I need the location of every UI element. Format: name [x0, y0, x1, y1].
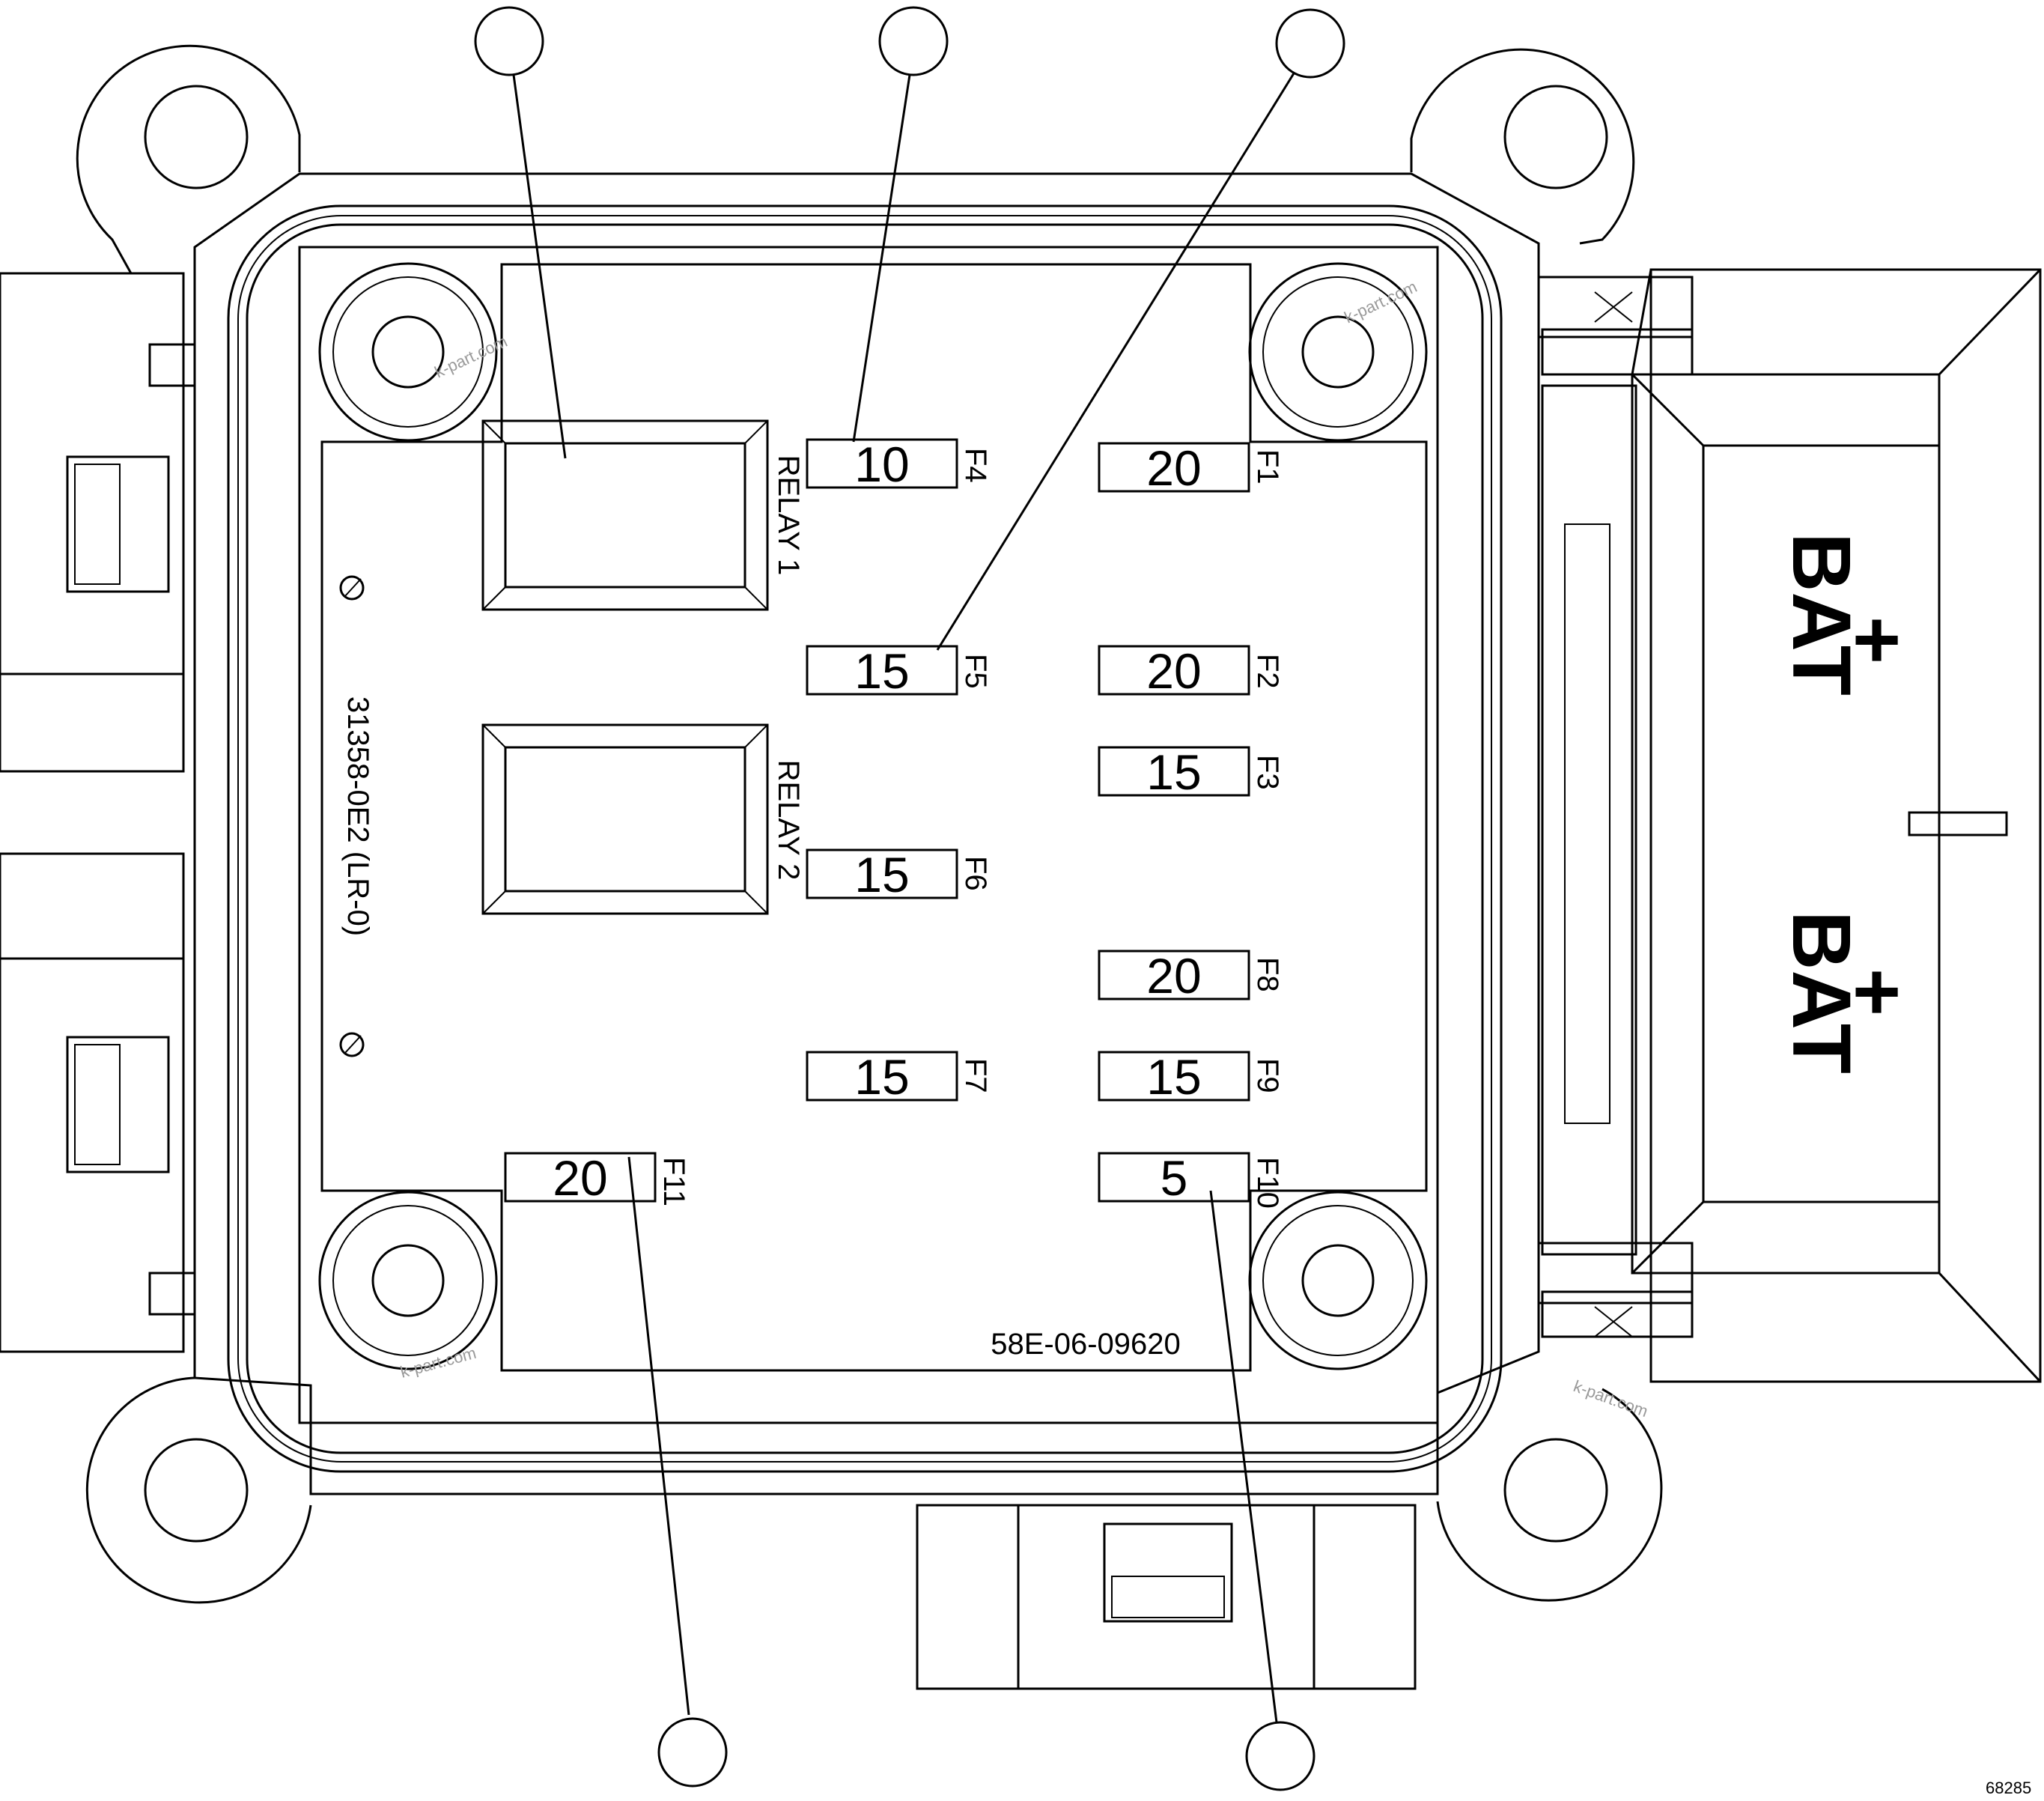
battery-terminal-block: [1537, 268, 2042, 1383]
fuse-id: F10: [1251, 1157, 1284, 1209]
fuse-rating: 15: [1146, 744, 1201, 800]
callout-fuse-f5: [936, 8, 1345, 651]
bottom-connector: [916, 1504, 1417, 1690]
relay-2: RELAY 2: [481, 723, 805, 915]
callout-fuse-f10: [1209, 1190, 1315, 1791]
watermark: k-part.com: [1571, 1376, 1650, 1421]
relay-2-label: RELAY 2: [772, 760, 805, 881]
relay-1-label: RELAY 1: [772, 455, 805, 576]
fuse-f11: 20 F11: [504, 1150, 690, 1206]
fuse-f6: 15 F6: [806, 847, 992, 902]
fuse-id: F1: [1251, 449, 1284, 485]
relay-1: RELAY 1: [481, 419, 805, 611]
mounting-ear-bottom-right: [1436, 1388, 1663, 1602]
fuse-rating: 10: [854, 437, 909, 492]
fuse-id: F6: [959, 856, 992, 891]
inner-panel: [298, 246, 1439, 1424]
housing-rim-outer: [227, 204, 1503, 1473]
fuse-f5: 15 F5: [806, 643, 992, 699]
mounting-ear-top-left: [76, 44, 301, 274]
bat-sign-lower: +: [1831, 968, 1923, 1016]
fuse-id: F4: [959, 448, 992, 483]
fuse-rating: 15: [1146, 1049, 1201, 1105]
callout-relay-1: [474, 6, 567, 459]
fuse-id: F3: [1251, 755, 1284, 790]
bat-label-lower: BAT: [1775, 911, 1867, 1074]
housing-outer-edge: [193, 172, 1540, 1495]
fuse-id: F7: [959, 1058, 992, 1093]
fuse-rating: 20: [553, 1150, 607, 1206]
callout-fuse-f4: [852, 6, 949, 443]
fuse-f2: 20 F2: [1098, 643, 1284, 699]
fuse-rating: 20: [1146, 440, 1201, 496]
left-connector-upper: [0, 272, 196, 773]
fuse-rating: 15: [854, 1049, 909, 1105]
corner-boss-top-right: [1248, 262, 1428, 442]
fuse-id: F9: [1251, 1058, 1284, 1093]
fuse-f1: 20 F1: [1098, 440, 1284, 496]
corner-boss-top-left: [318, 262, 498, 442]
corner-boss-bottom-left: [318, 1191, 498, 1370]
mounting-hole-bottom-left: [144, 1438, 249, 1543]
fuse-rating: 20: [1146, 948, 1201, 1003]
callout-fuse-f11: [627, 1156, 728, 1788]
fuse-f8: 20 F8: [1098, 948, 1284, 1003]
fuse-id: F5: [959, 654, 992, 689]
fuse-f4: 10 F4: [806, 437, 992, 492]
mounting-hole-top-left: [144, 85, 249, 189]
left-connector-lower: [0, 852, 196, 1353]
screw-upper: [339, 575, 365, 601]
housing: [76, 44, 1663, 1604]
part-number: 58E-06-09620: [991, 1328, 1181, 1361]
mounting-hole-top-right: [1503, 85, 1608, 189]
fuse-rating: 15: [854, 847, 909, 902]
bat-sign-upper: +: [1831, 616, 1923, 664]
fuse-f10: 5 F10: [1098, 1150, 1284, 1209]
bat-label-upper: BAT: [1775, 532, 1867, 696]
fuse-rating: 20: [1146, 643, 1201, 699]
bat-terminal-label-upper: BAT +: [1775, 532, 1923, 696]
screw-lower: [339, 1032, 365, 1057]
figure-number: 68285: [1986, 1779, 2031, 1797]
fuse-f3: 15 F3: [1098, 744, 1284, 800]
fuse-rating: 5: [1161, 1150, 1188, 1206]
fuse-f9: 15 F9: [1098, 1049, 1284, 1105]
fuse-id: F11: [657, 1157, 690, 1206]
watermark: k-part.com: [1342, 277, 1420, 327]
bat-terminal-label-lower: BAT +: [1775, 911, 1923, 1074]
fuse-f7: 15 F7: [806, 1049, 992, 1105]
mounting-hole-bottom-right: [1503, 1438, 1608, 1543]
fuse-id: F8: [1251, 957, 1284, 992]
housing-rim-inner: [237, 215, 1492, 1463]
fuse-rating: 15: [854, 643, 909, 699]
mounting-ear-bottom-left: [85, 1376, 312, 1604]
fuse-id: F2: [1251, 654, 1284, 689]
mounting-ear-top-right: [1410, 48, 1635, 245]
corner-boss-bottom-right: [1248, 1191, 1428, 1370]
housing-cover: [246, 223, 1484, 1454]
board-code: 31358-0E2 (LR-0): [341, 696, 374, 936]
pcb-board: [320, 263, 1428, 1372]
